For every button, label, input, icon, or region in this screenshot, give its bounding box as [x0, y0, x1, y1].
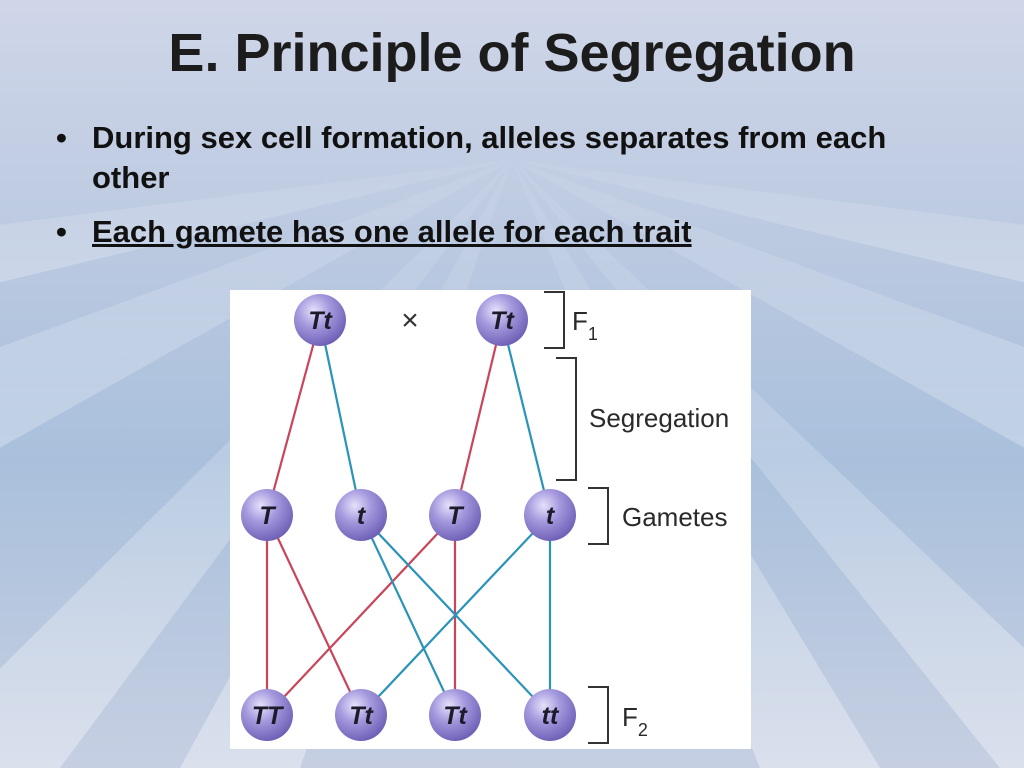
- gamete-allele-label: t: [357, 502, 367, 530]
- offspring-genotype-label: tt: [542, 702, 560, 730]
- f1-subscript: 1: [588, 324, 598, 344]
- line-parent1-to-T: [265, 319, 322, 516]
- offspring-genotype-label: Tt: [443, 702, 468, 730]
- offspring-node: Tt: [429, 689, 481, 741]
- bracket-lines: [544, 291, 609, 744]
- f2-subscript: 2: [638, 720, 648, 740]
- bullet-text: During sex cell formation, alleles separ…: [92, 120, 887, 195]
- line-parent1-to-t: [318, 319, 363, 516]
- bullet-list: • During sex cell formation, alleles sep…: [52, 118, 932, 266]
- bullet-item: • Each gamete has one allele for each tr…: [52, 212, 932, 252]
- slide-title: E. Principle of Segregation: [168, 23, 856, 83]
- f2-label: F2: [622, 702, 648, 740]
- gamete-node: T: [241, 489, 293, 541]
- parent-node: Tt: [476, 294, 528, 346]
- f2-bracket: [588, 686, 609, 744]
- segregation-figure: × Tt Tt T t T t TT: [230, 290, 751, 749]
- bullet-dot: •: [56, 120, 67, 155]
- f2-letter: F: [622, 702, 638, 732]
- offspring-node: Tt: [335, 689, 387, 741]
- segregation-bracket: [556, 357, 577, 481]
- gametes-bracket: [588, 487, 609, 545]
- bullet-dot: •: [56, 214, 67, 249]
- bullet-item: • During sex cell formation, alleles sep…: [52, 118, 932, 198]
- parent-genotype-label: Tt: [308, 307, 333, 335]
- line-T2-to-TT: [266, 514, 456, 716]
- line-t1-to-Tt2: [360, 514, 456, 716]
- offspring-node: TT: [241, 689, 293, 741]
- line-parent2-to-T: [453, 319, 504, 516]
- offspring-genotype-label: Tt: [349, 702, 374, 730]
- gamete-node: T: [429, 489, 481, 541]
- cross-symbol: ×: [401, 304, 419, 337]
- f1-bracket: [544, 291, 565, 349]
- gamete-allele-label: T: [259, 502, 277, 530]
- segregation-label: Segregation: [589, 403, 729, 433]
- gamete-node: t: [524, 489, 576, 541]
- parent-node: Tt: [294, 294, 346, 346]
- segregation-diagram: × Tt Tt T t T t TT: [241, 291, 729, 744]
- bullet-text: Each gamete has one allele for each trai…: [92, 214, 692, 249]
- gamete-allele-label: T: [447, 502, 465, 530]
- gamete-allele-label: t: [546, 502, 556, 530]
- offspring-genotype-label: TT: [252, 702, 285, 730]
- f1-letter: F: [572, 306, 588, 336]
- connector-lines: [265, 319, 552, 716]
- gametes-label: Gametes: [622, 502, 728, 532]
- line-T1-to-Tt1: [266, 514, 362, 716]
- f1-label: F1: [572, 306, 598, 344]
- line-parent2-to-t: [500, 319, 552, 516]
- line-t2-to-Tt1: [360, 514, 551, 716]
- offspring-node: tt: [524, 689, 576, 741]
- gamete-node: t: [335, 489, 387, 541]
- parent-genotype-label: Tt: [490, 307, 515, 335]
